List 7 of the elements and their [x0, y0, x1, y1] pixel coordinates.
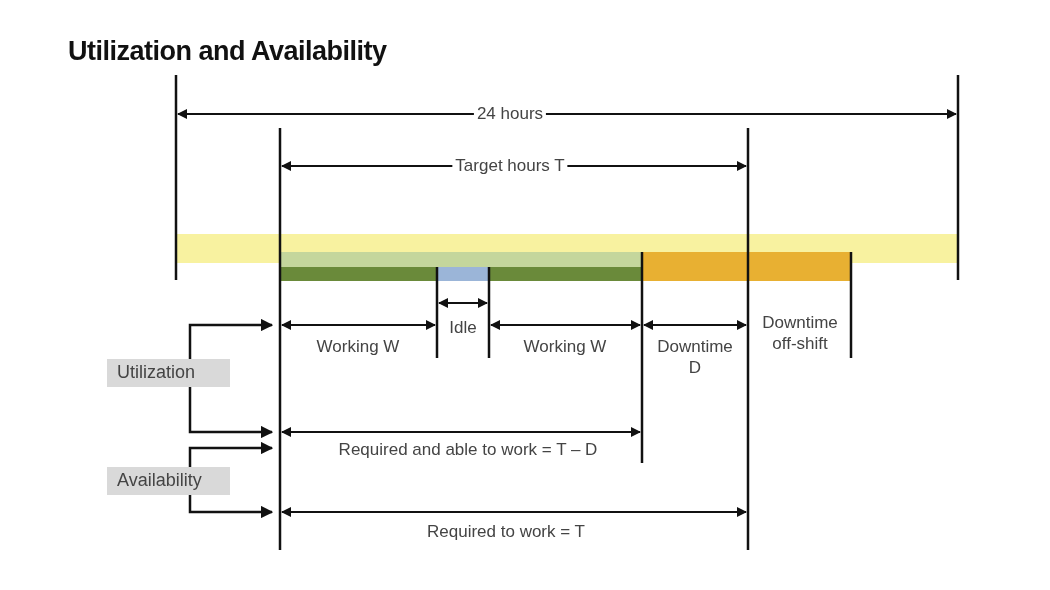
- bracket-arrow: [188, 495, 274, 519]
- metric-box: Availability: [107, 467, 230, 495]
- metric-box: Utilization: [107, 359, 230, 387]
- bracket-arrow: [188, 318, 274, 359]
- bracket-arrow: [188, 387, 274, 439]
- diagram-title: Utilization and Availability: [68, 36, 387, 67]
- bracket-arrow: [188, 441, 274, 467]
